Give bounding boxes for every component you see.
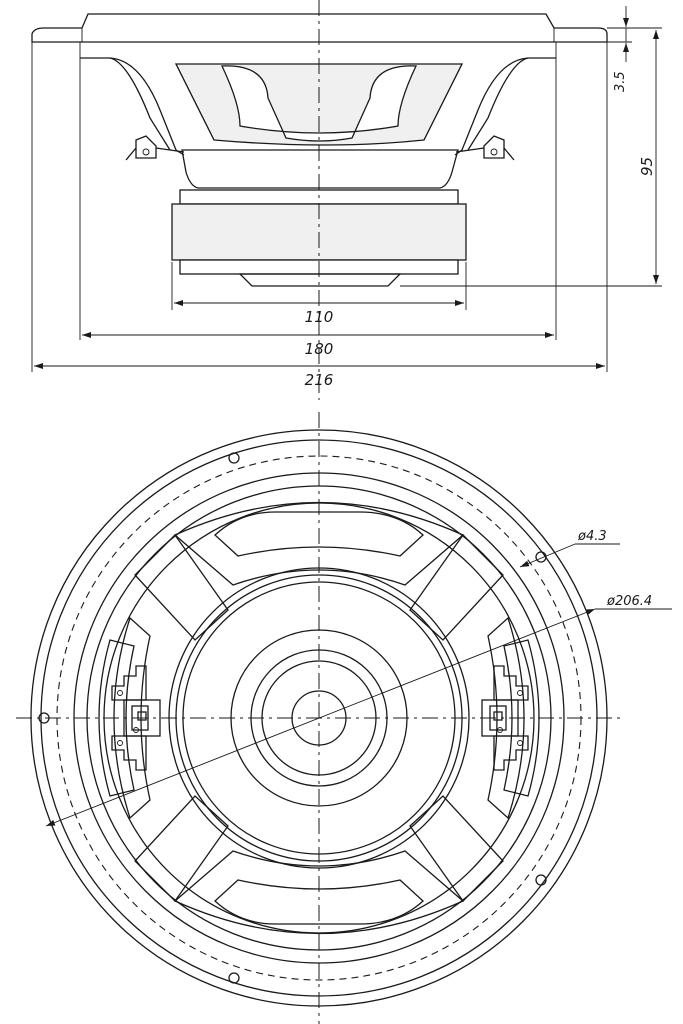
dimension-110-label: 110 [305, 308, 334, 326]
diameter-206-label: ø206.4 [606, 594, 652, 609]
side-view: 110 180 216 3.5 95 [31, 0, 662, 400]
hole-diameter-leader [519, 543, 576, 568]
mounting-hole [535, 551, 547, 563]
dimension-180-label: 180 [305, 340, 334, 358]
front-plate [181, 149, 459, 189]
dimension-95-label: 95 [638, 157, 656, 176]
terminal-left [125, 135, 185, 161]
terminal-right [455, 135, 515, 161]
basket-window-bottom [173, 850, 465, 935]
flange [31, 13, 608, 43]
mounting-hole [228, 972, 240, 984]
front-view: ø206.4 ø4.3 [16, 412, 672, 1024]
dimension-216-label: 216 [305, 371, 334, 389]
mounting-hole [535, 874, 547, 886]
diameter-206-leader [45, 608, 596, 827]
dimension-3-5-label: 3.5 [613, 71, 628, 92]
mounting-hole [228, 452, 240, 464]
hole-diameter-label: ø4.3 [577, 529, 607, 544]
